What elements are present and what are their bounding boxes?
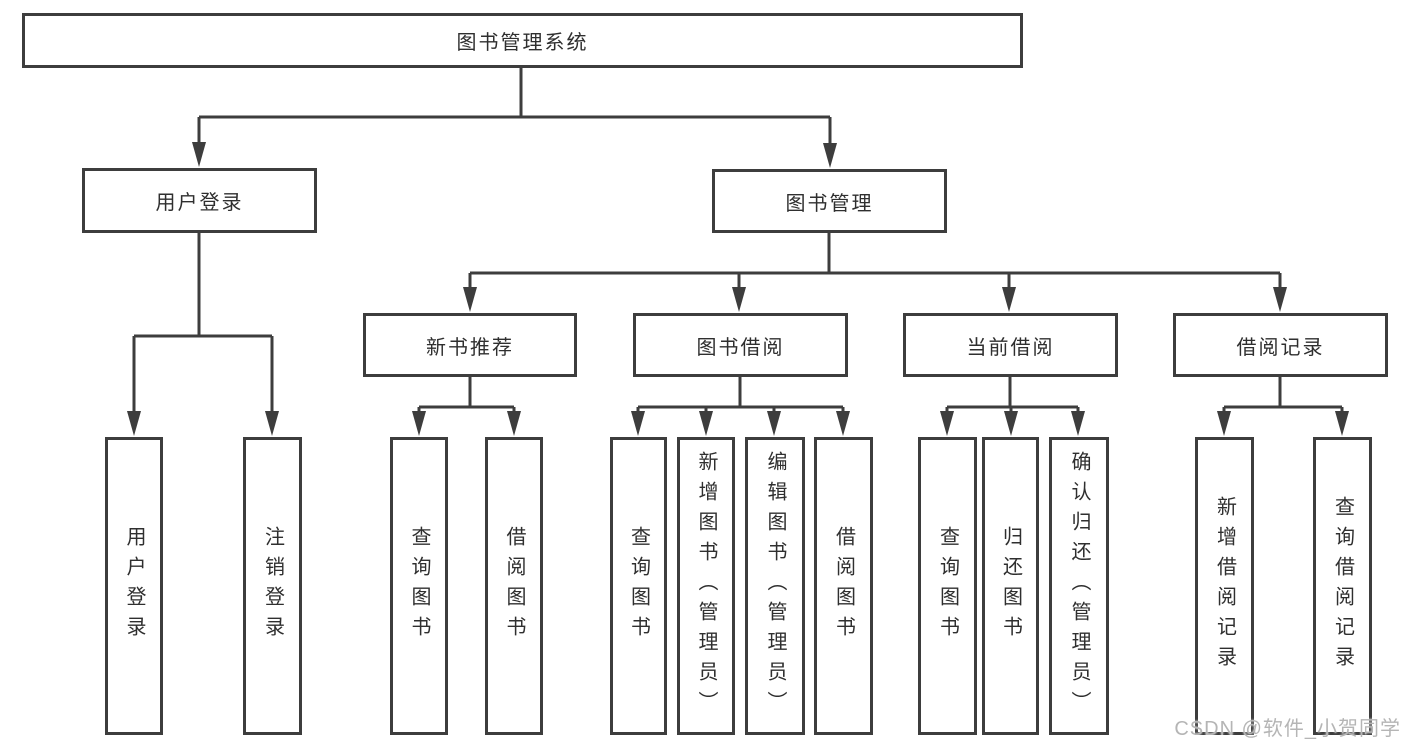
node-library-management-system: 图书管理系统: [22, 13, 1023, 68]
watermark: CSDN @软件_小贺同学: [1174, 718, 1401, 740]
leaf-user-login-label: 用户登录: [123, 526, 145, 646]
leaf-confirm-return-admin-label: 确认归还（管理员）: [1068, 451, 1090, 721]
leaf-query-books-newbook-label: 查询图书: [408, 526, 430, 646]
leaf-add-borrow-record-label: 新增借阅记录: [1213, 496, 1236, 676]
leaf-borrow-books-newbook: 借阅图书: [485, 437, 543, 735]
leaf-query-books-current: 查询图书: [918, 437, 977, 735]
leaf-query-books-newbook: 查询图书: [390, 437, 448, 735]
leaf-add-books-admin: 新增图书（管理员）: [677, 437, 735, 735]
node-current-borrow: 当前借阅: [903, 313, 1118, 377]
leaf-return-books-label: 归还图书: [999, 526, 1022, 646]
leaf-logout-login: 注销登录: [243, 437, 302, 735]
leaf-borrow-books-newbook-label: 借阅图书: [503, 526, 525, 646]
node-borrow-records: 借阅记录: [1173, 313, 1388, 377]
leaf-logout-login-label: 注销登录: [261, 526, 284, 646]
leaf-borrow-books-borrow-label: 借阅图书: [832, 526, 855, 646]
leaf-query-borrow-record-label: 查询借阅记录: [1331, 496, 1354, 676]
leaf-add-borrow-record: 新增借阅记录: [1195, 437, 1254, 735]
leaf-confirm-return-admin: 确认归还（管理员）: [1049, 437, 1109, 735]
node-book-borrow: 图书借阅: [633, 313, 848, 377]
leaf-query-borrow-record: 查询借阅记录: [1313, 437, 1372, 735]
leaf-return-books: 归还图书: [982, 437, 1039, 735]
node-new-book-recommend: 新书推荐: [363, 313, 577, 377]
leaf-query-books-borrow-label: 查询图书: [627, 526, 650, 646]
node-book-management: 图书管理: [712, 169, 947, 233]
leaf-edit-books-admin: 编辑图书（管理员）: [745, 437, 805, 735]
leaf-borrow-books-borrow: 借阅图书: [814, 437, 873, 735]
node-user-login: 用户登录: [82, 168, 317, 233]
leaf-add-books-admin-label: 新增图书（管理员）: [695, 451, 717, 721]
leaf-user-login: 用户登录: [105, 437, 163, 735]
leaf-edit-books-admin-label: 编辑图书（管理员）: [764, 451, 786, 721]
leaf-query-books-current-label: 查询图书: [936, 526, 959, 646]
leaf-query-books-borrow: 查询图书: [610, 437, 667, 735]
